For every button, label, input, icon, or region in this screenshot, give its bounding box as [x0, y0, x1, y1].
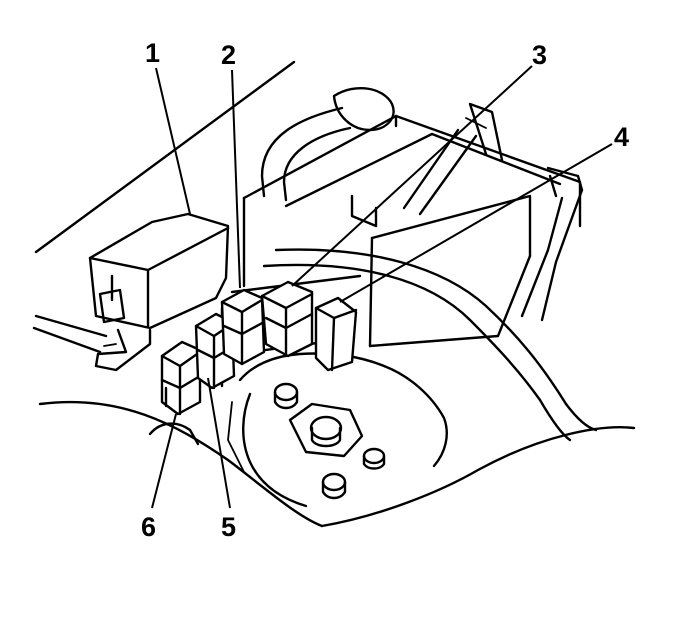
callout-4: 4: [614, 122, 629, 152]
leader-1: [155, 67, 191, 215]
leader-5: [207, 377, 231, 509]
callout-2: 2: [221, 40, 236, 70]
leader-lines: [151, 65, 613, 509]
leader-4: [339, 143, 613, 303]
relay-4: [314, 296, 358, 372]
relay-2: [220, 288, 266, 366]
relay-3: [260, 280, 314, 358]
leader-6: [151, 413, 177, 509]
leader-2: [231, 69, 241, 289]
relay-6: [160, 340, 202, 416]
leader-3: [291, 65, 533, 287]
wiring-harness: [260, 87, 598, 442]
callout-labels: 1 2 3 4 5 6: [141, 38, 629, 542]
battery: [242, 102, 582, 348]
engine-area: [38, 352, 636, 528]
callout-6: 6: [141, 512, 156, 542]
fuse-block: [88, 212, 230, 372]
fender-edge: [32, 60, 296, 354]
callout-3: 3: [532, 40, 547, 70]
callout-1: 1: [145, 38, 160, 68]
callout-5: 5: [221, 512, 236, 542]
